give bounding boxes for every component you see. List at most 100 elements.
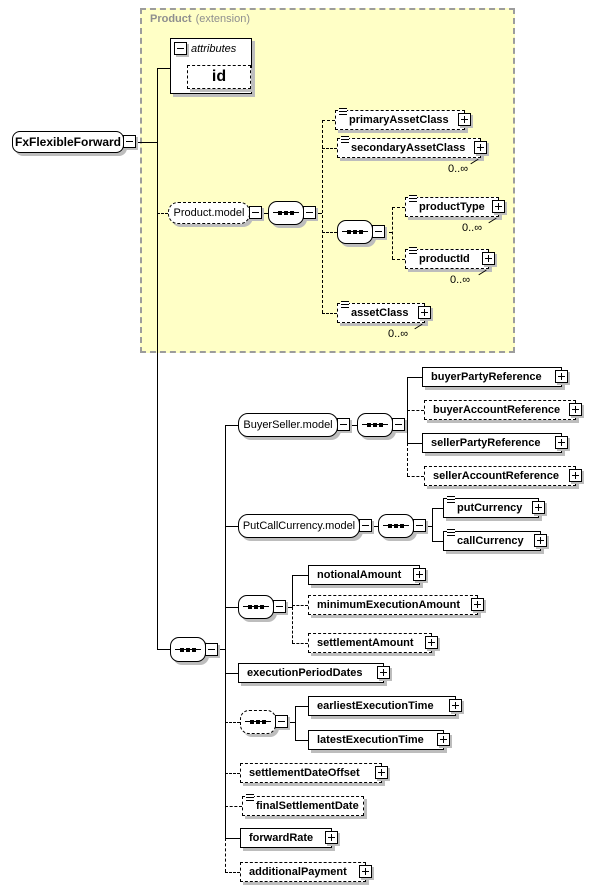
expand-icon[interactable]	[474, 141, 487, 154]
attribute-label: id	[211, 68, 227, 85]
connector-line	[432, 508, 433, 541]
element-settlementAmount[interactable]: settlementAmount	[308, 633, 438, 653]
element-settlementDateOffset[interactable]: settlementDateOffset	[240, 763, 388, 783]
expand-icon[interactable]	[418, 306, 431, 319]
collapse-icon[interactable]	[359, 519, 372, 532]
element-primaryAssetClass[interactable]: primaryAssetClass	[335, 108, 471, 130]
content-lines-icon	[409, 247, 417, 255]
connector-line	[225, 526, 238, 527]
element-label: forwardRate	[249, 832, 314, 844]
collapse-icon[interactable]	[372, 225, 385, 238]
expand-icon[interactable]	[425, 636, 438, 649]
extension-qualifier: (extension)	[195, 13, 250, 25]
expand-icon[interactable]	[458, 113, 471, 126]
element-label: notionalAmount	[317, 569, 402, 581]
connector-line	[407, 410, 424, 411]
element-label: minimumExecutionAmount	[317, 599, 461, 611]
element-minimumExecutionAmount[interactable]: minimumExecutionAmount	[308, 595, 484, 615]
expand-icon[interactable]	[569, 469, 582, 482]
connector-line	[407, 443, 422, 444]
element-putCurrency[interactable]: putCurrency	[443, 496, 545, 518]
content-lines-icon	[447, 529, 455, 537]
sequence-dots	[250, 720, 266, 724]
element-label: secondaryAssetClass	[351, 142, 466, 154]
element-label: additionalPayment	[249, 866, 347, 878]
element-earliestExecutionTime[interactable]: earliestExecutionTime	[308, 696, 462, 716]
element-FxFlexibleForward[interactable]: FxFlexibleForward	[12, 131, 136, 153]
collapse-icon[interactable]	[392, 418, 405, 431]
collapse-icon[interactable]	[275, 715, 288, 728]
attribute-id[interactable]: id	[187, 65, 251, 89]
element-callCurrency[interactable]: callCurrency	[443, 529, 547, 551]
collapse-icon[interactable]	[273, 600, 286, 613]
attributes-header: attributes	[171, 39, 251, 55]
element-finalSettlementDate[interactable]: finalSettlementDate	[242, 794, 364, 816]
expand-icon[interactable]	[555, 370, 568, 383]
element-label: latestExecutionTime	[317, 734, 424, 746]
collapse-icon[interactable]	[205, 642, 218, 656]
connector-line	[292, 643, 308, 644]
attributes-label: attributes	[191, 42, 237, 55]
element-latestExecutionTime[interactable]: latestExecutionTime	[308, 730, 450, 750]
multiplicity-label: 0..∞	[388, 328, 409, 340]
element-secondaryAssetClass[interactable]: secondaryAssetClass	[337, 136, 487, 158]
sequence-indicator	[378, 514, 426, 538]
element-buyerPartyReference[interactable]: buyerPartyReference	[422, 367, 568, 387]
connector-line	[322, 120, 335, 121]
element-notionalAmount[interactable]: notionalAmount	[308, 565, 426, 585]
expand-icon[interactable]	[377, 666, 390, 679]
connector-line	[392, 207, 393, 259]
model-group-PutCallCurrency.model[interactable]: PutCallCurrency.model	[238, 514, 372, 538]
connector-line	[322, 120, 323, 313]
connector-line	[157, 68, 158, 649]
expand-icon[interactable]	[532, 501, 545, 514]
collapse-icon[interactable]	[249, 206, 262, 219]
connector-line	[322, 313, 337, 314]
connector-line	[407, 476, 424, 477]
expand-icon[interactable]	[359, 865, 372, 878]
expand-icon[interactable]	[569, 403, 582, 416]
expand-icon[interactable]	[482, 252, 495, 265]
expand-icon[interactable]	[437, 733, 450, 746]
model-group-Product.model[interactable]: Product.model	[168, 202, 262, 224]
element-assetClass[interactable]: assetClass	[337, 301, 431, 323]
content-lines-icon	[246, 794, 254, 802]
element-productId[interactable]: productId	[405, 247, 495, 269]
connector-line	[295, 706, 296, 740]
expand-icon[interactable]	[449, 699, 462, 712]
collapse-icon[interactable]	[123, 135, 136, 148]
connector-line	[392, 259, 405, 260]
element-label: executionPeriodDates	[247, 667, 363, 679]
expand-icon[interactable]	[413, 568, 426, 581]
expand-icon[interactable]	[325, 831, 338, 844]
element-additionalPayment[interactable]: additionalPayment	[240, 862, 372, 882]
connector-line	[292, 605, 308, 606]
element-label: sellerPartyReference	[431, 437, 541, 449]
expand-icon[interactable]	[375, 766, 388, 779]
expand-icon[interactable]	[555, 436, 568, 449]
element-buyerAccountReference[interactable]: buyerAccountReference	[424, 400, 582, 420]
collapse-icon[interactable]	[413, 519, 426, 532]
expand-icon[interactable]	[492, 200, 505, 213]
connector-line	[225, 425, 226, 838]
expand-icon[interactable]	[471, 598, 484, 611]
collapse-icon[interactable]	[337, 418, 350, 431]
sequence-indicator	[357, 413, 405, 437]
connector-line	[124, 142, 157, 143]
connector-line	[322, 148, 337, 149]
model-group-BuyerSeller.model[interactable]: BuyerSeller.model	[238, 413, 350, 437]
element-sellerPartyReference[interactable]: sellerPartyReference	[422, 433, 568, 453]
sequence-dots	[388, 524, 404, 528]
element-executionPeriodDates[interactable]: executionPeriodDates	[238, 663, 390, 683]
connector-line	[157, 213, 168, 214]
collapse-icon[interactable]	[303, 206, 316, 219]
expand-icon[interactable]	[534, 534, 547, 547]
sequence-indicator	[240, 710, 288, 734]
sequence-dots	[347, 230, 363, 234]
element-forwardRate[interactable]: forwardRate	[240, 828, 338, 848]
group-label: Product.model	[173, 207, 245, 219]
collapse-icon[interactable]	[174, 42, 187, 55]
element-sellerAccountReference[interactable]: sellerAccountReference	[424, 466, 582, 486]
connector-line	[392, 207, 405, 208]
element-productType[interactable]: productType	[405, 195, 505, 217]
